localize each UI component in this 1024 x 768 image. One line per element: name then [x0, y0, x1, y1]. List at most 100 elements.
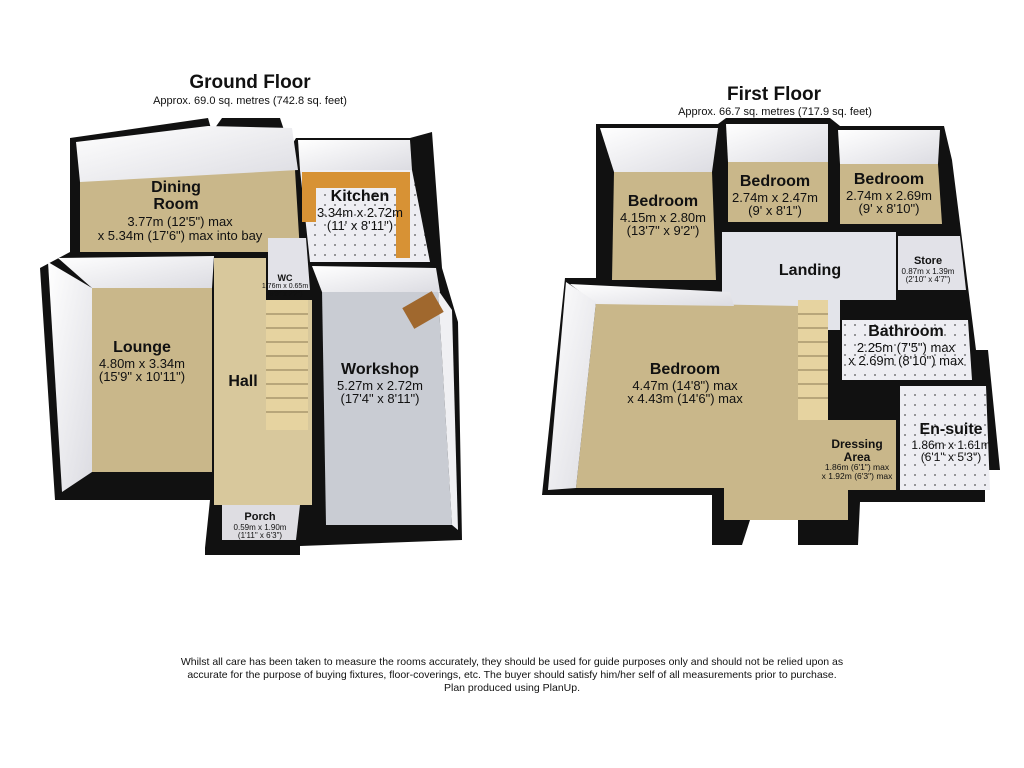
- bedroom-left-dim-1: 4.15m x 2.80m: [620, 209, 706, 225]
- store-floor: [898, 236, 966, 290]
- lounge-dim-2: (15'9" x 10'11"): [98, 369, 186, 385]
- workshop-dim-2: (17'4" x 8'11"): [340, 391, 420, 407]
- bedroom-mid-floor: [728, 162, 828, 222]
- ground-floor-area: Approx. 69.0 sq. metres (742.8 sq. feet): [153, 95, 347, 107]
- bedroom-left-wall: [600, 128, 718, 172]
- workshop-dim-1: 5.27m x 2.72m: [337, 377, 423, 393]
- wc-name: WC: [277, 273, 293, 283]
- landing-name: Landing: [778, 262, 842, 279]
- dining-room-dims: 3.77m (12'5") max x 5.34m (17'6") max in…: [80, 215, 280, 242]
- ensuite-floor: [900, 386, 990, 490]
- bedroom-mid-dim-1: 2.74m x 2.47m: [732, 189, 818, 205]
- bedroom-main-dim-2: x 4.43m (14'6") max: [627, 391, 743, 407]
- bedroom-mid-label: Bedroom 2.74m x 2.47m (9' x 8'1"): [720, 173, 830, 219]
- bedroom-left-name: Bedroom: [627, 193, 699, 210]
- first-floor-plan: [542, 118, 1000, 545]
- lounge-dim-1: 4.80m x 3.34m: [99, 355, 185, 371]
- store-name: Store: [913, 255, 943, 267]
- wc-dim-1: 1.76m x 0.65m: [261, 283, 309, 291]
- bedroom-right-floor: [840, 164, 942, 224]
- bedroom-right-label: Bedroom 2.74m x 2.69m (9' x 8'10"): [834, 171, 944, 217]
- bathroom-label: Bathroom 2.25m (7'5") max x 2.69m (8'10"…: [836, 323, 976, 369]
- store-dim-1: 0.87m x 1.39m: [901, 266, 955, 276]
- porch-name: Porch: [244, 511, 276, 523]
- kitchen-wall: [298, 140, 412, 170]
- kitchen-counter-left: [302, 172, 316, 222]
- bedroom-mid-name: Bedroom: [739, 173, 811, 190]
- porch-dim-2: (1'11" x 6'3"): [237, 530, 283, 540]
- bedroom-right-dim-2: (9' x 8'10"): [858, 201, 920, 217]
- bathroom-dim-2: x 2.69m (8'10") max: [848, 353, 964, 369]
- dressing-name-1: Dressing: [831, 437, 883, 451]
- wc-label: WC 1.76m x 0.65m (5'9" x 2'2"): [250, 273, 320, 298]
- disclaimer-line-3: Plan produced using PlanUp.: [443, 681, 580, 694]
- lounge-floor: [92, 288, 212, 472]
- lounge-left-wall: [48, 262, 92, 492]
- dining-room-name-2: Room: [153, 195, 199, 213]
- bathroom-name: Bathroom: [868, 323, 944, 340]
- bedroom-right-wall: [838, 130, 940, 164]
- kitchen-dim-2: (11' x 8'11"): [326, 218, 394, 234]
- bedroom-main-wall: [570, 284, 734, 306]
- store-dim-2: (2'10" x 4'7"): [905, 274, 951, 284]
- bedroom-left-label: Bedroom 4.15m x 2.80m (13'7" x 9'2"): [598, 193, 728, 239]
- bedroom-main-dim-1: 4.47m (14'8") max: [632, 377, 738, 393]
- kitchen-counter: [302, 172, 408, 188]
- workshop-label: Workshop 5.27m x 2.72m (17'4" x 8'11"): [320, 361, 440, 407]
- kitchen-dim-1: 3.34m x 2.72m: [317, 204, 403, 220]
- dining-room-dim-2: x 5.34m (17'6") max into bay: [97, 227, 263, 243]
- dressing-dim-1: 1.86m (6'1") max: [824, 462, 890, 473]
- first-floor-area: Approx. 66.7 sq. metres (717.9 sq. feet): [678, 106, 872, 118]
- lounge-label: Lounge 4.80m x 3.34m (15'9" x 10'11"): [72, 339, 212, 385]
- dining-room-dim-1: 3.77m (12'5") max: [127, 214, 233, 229]
- bedroom-mid-dim-2: (9' x 8'1"): [748, 203, 802, 219]
- ensuite-name: En-suite: [919, 421, 983, 438]
- dining-room-label: Dining Room: [106, 179, 246, 214]
- ground-stairs: [266, 300, 308, 430]
- ensuite-dim-2: (6'1" x 5'3"): [920, 450, 982, 465]
- workshop-door: [402, 291, 444, 329]
- bedroom-main-name: Bedroom: [649, 361, 721, 378]
- ground-floor-title: Ground Floor: [189, 72, 311, 93]
- ensuite-dim-1: 1.86m x 1.61m: [911, 437, 991, 452]
- ground-floor-plan: [40, 118, 462, 555]
- bathroom-floor: [842, 320, 972, 380]
- bedroom-main-label: Bedroom 4.47m (14'8") max x 4.43m (14'6"…: [610, 361, 760, 407]
- kitchen-name: Kitchen: [330, 188, 390, 205]
- ensuite-label: En-suite 1.86m x 1.61m (6'1" x 5'3"): [906, 421, 996, 465]
- dressing-name-2: Area: [843, 449, 871, 464]
- bedroom-left-floor: [612, 172, 716, 280]
- workshop-name: Workshop: [341, 361, 419, 378]
- disclaimer-line-2: accurate for the purpose of buying fixtu…: [187, 668, 837, 681]
- kitchen-counter-side: [396, 172, 410, 258]
- wc-floor: [268, 238, 310, 290]
- disclaimer: Whilst all care has been taken to measur…: [120, 656, 904, 694]
- wc-dim-2: (5'9" x 2'2"): [267, 290, 303, 298]
- kitchen-label: Kitchen 3.34m x 2.72m (11' x 8'11"): [300, 188, 420, 234]
- bedroom-mid-wall: [726, 124, 828, 162]
- dining-room-name-1: Dining: [151, 179, 201, 196]
- dressing-dim-2: x 1.92m (6'3") max: [821, 471, 893, 482]
- porch-floor: [222, 505, 300, 540]
- hall-name: Hall: [228, 373, 258, 390]
- dressing-floor: [830, 420, 896, 490]
- dining-room-wall: [76, 126, 298, 182]
- dressing-label: Dressing Area 1.86m (6'1") max x 1.92m (…: [812, 438, 902, 481]
- bay-window-floor: [724, 486, 848, 520]
- bedroom-main-left-wall: [548, 282, 596, 490]
- workshop-right-wall: [438, 290, 458, 530]
- workshop-floor: [322, 290, 452, 525]
- store-label: Store 0.87m x 1.39m (2'10" x 4'7"): [890, 255, 966, 284]
- bedroom-left-dim-2: (13'7" x 9'2"): [626, 223, 700, 239]
- porch-dim-1: 0.59m x 1.90m: [233, 522, 287, 532]
- bathroom-dim-1: 2.25m (7'5") max: [856, 339, 956, 355]
- disclaimer-line-1: Whilst all care has been taken to measur…: [180, 656, 844, 668]
- first-floor-title: First Floor: [727, 84, 821, 105]
- bedroom-right-name: Bedroom: [853, 171, 925, 188]
- bedroom-right-dim-1: 2.74m x 2.69m: [846, 187, 932, 203]
- porch-label: Porch 0.59m x 1.90m (1'11" x 6'3"): [220, 511, 300, 540]
- lounge-top-wall: [58, 256, 214, 288]
- lounge-name: Lounge: [113, 339, 171, 356]
- bedroom-main-floor: [576, 302, 852, 488]
